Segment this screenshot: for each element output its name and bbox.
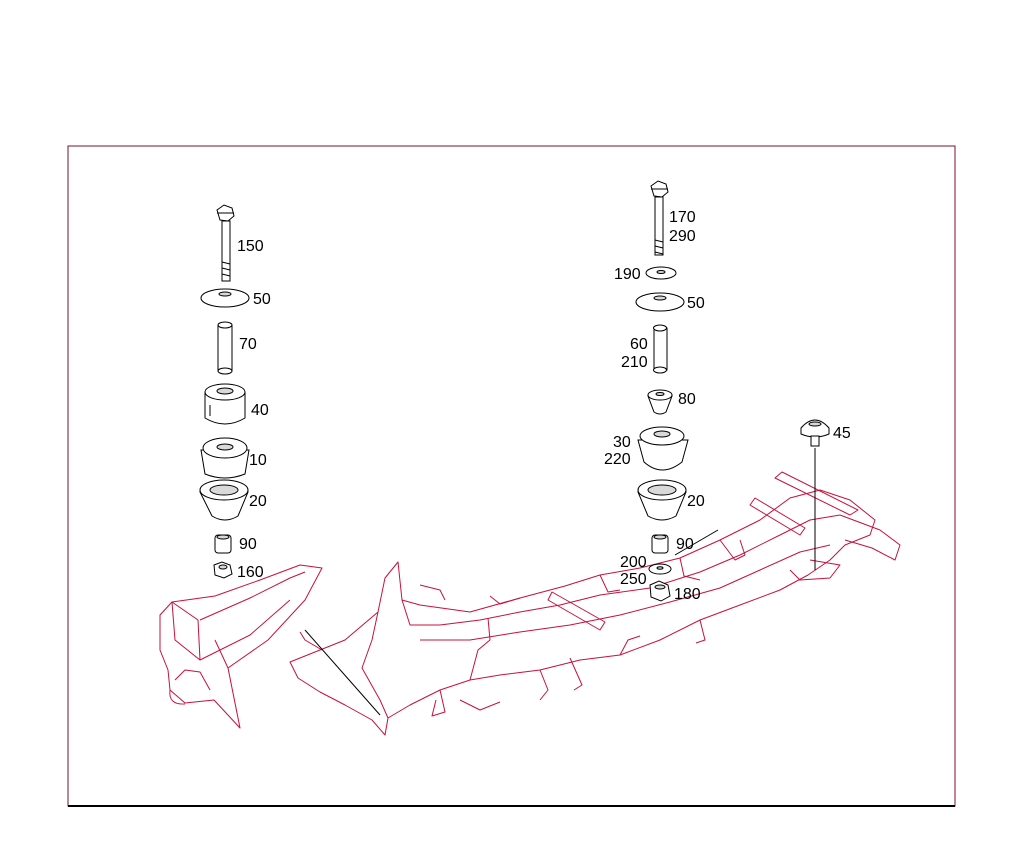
rubber-mount-icon[interactable] — [637, 479, 687, 521]
bushing-icon[interactable] — [651, 534, 669, 554]
part-label: 150 — [237, 238, 264, 255]
part-label: 50 — [253, 291, 271, 308]
left-labels: 150 50 70 40 10 20 90 160 — [237, 238, 271, 581]
part-label: 45 — [833, 425, 851, 442]
washer-icon[interactable] — [648, 563, 672, 575]
right-labels: 170 290 190 50 60 210 80 30 220 20 90 20… — [604, 209, 851, 603]
washer-icon[interactable] — [645, 266, 677, 280]
part-label: 290 — [669, 228, 696, 245]
part-label: 30 — [613, 434, 631, 451]
diagram-border — [67, 145, 956, 807]
nut-icon[interactable] — [213, 561, 233, 579]
part-label: 90 — [676, 536, 694, 553]
part-label: 220 — [604, 451, 631, 468]
part-label: 190 — [614, 266, 641, 283]
sleeve-icon[interactable] — [653, 324, 668, 374]
part-label: 160 — [237, 564, 264, 581]
part-label: 210 — [621, 354, 648, 371]
part-label: 60 — [630, 336, 648, 353]
washer-icon[interactable] — [635, 292, 685, 312]
part-label: 170 — [669, 209, 696, 226]
part-label: 20 — [687, 493, 705, 510]
part-label: 180 — [674, 586, 701, 603]
rubber-mount-icon[interactable] — [200, 437, 250, 479]
bolt-icon[interactable] — [216, 204, 235, 282]
leader-left-mount — [304, 629, 381, 716]
rubber-mount-icon[interactable] — [199, 479, 249, 521]
part-label: 90 — [239, 536, 257, 553]
right-stack — [635, 180, 689, 602]
washer-icon[interactable] — [200, 288, 250, 308]
rubber-mount-icon[interactable] — [637, 426, 689, 471]
left-stack — [199, 204, 250, 579]
part-label: 70 — [239, 336, 257, 353]
part-label: 80 — [678, 391, 696, 408]
rubber-mount-icon[interactable] — [204, 383, 246, 425]
chassis-frame — [159, 471, 901, 736]
part-label: 50 — [687, 295, 705, 312]
part-label: 20 — [249, 493, 267, 510]
part-label: 40 — [251, 402, 269, 419]
bolt-icon[interactable] — [650, 180, 669, 256]
bushing-icon[interactable] — [214, 534, 232, 554]
bump-stop-icon[interactable] — [800, 419, 830, 447]
nut-icon[interactable] — [649, 580, 671, 602]
part-label: 250 — [620, 571, 647, 588]
part-label: 10 — [249, 452, 267, 469]
bushing-icon[interactable] — [647, 389, 673, 415]
sleeve-icon[interactable] — [217, 321, 233, 375]
part-label: 200 — [620, 554, 647, 571]
leader-right-mount — [674, 529, 719, 556]
